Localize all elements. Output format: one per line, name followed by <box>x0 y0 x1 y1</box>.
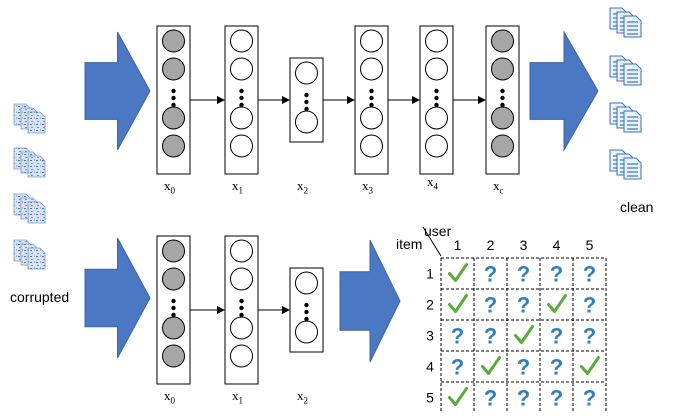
matrix-cell-2-5-question-icon: ? <box>583 293 596 318</box>
top-label-x4: x4 <box>427 174 438 192</box>
top-layer-x3 <box>354 25 389 175</box>
matrix-cell-3-3-check-icon <box>514 325 534 344</box>
matrix-cell-3-5-question-icon: ? <box>583 324 596 349</box>
matrix-cell-2-3-question-icon: ? <box>517 293 530 318</box>
top-label-x2: x2 <box>297 178 308 196</box>
matrix-cell-2-1-check-icon <box>448 294 468 313</box>
top-label-x3: x3 <box>362 178 373 196</box>
top-label-xc-base: x <box>493 178 500 193</box>
top-label-x0-subscript: 0 <box>170 185 176 196</box>
corrupted-doc-3-3 <box>27 201 46 224</box>
bottom-label-x1-base: x <box>232 388 239 403</box>
matrix-col-label-3: 3 <box>520 237 528 253</box>
bottom-layer-x2 <box>289 267 324 353</box>
flow-arrows <box>84 30 599 363</box>
bottom-label-x2-subscript: 2 <box>303 395 309 406</box>
input-arrow-top <box>84 31 151 151</box>
matrix-cell-1-1-check-icon <box>448 263 468 282</box>
clean-doc-4-3 <box>623 157 642 180</box>
top-layer-x1 <box>224 25 259 175</box>
top-label-x3-base: x <box>362 178 369 193</box>
top-label-x1-base: x <box>232 178 239 193</box>
matrix-row-label-1: 1 <box>426 266 434 282</box>
matrix-cell-1-4-question-icon: ? <box>550 262 563 287</box>
documents <box>13 7 642 270</box>
matrix-cell-5-3-question-icon: ? <box>517 386 530 411</box>
top-label-xc-subscript: c <box>499 185 504 196</box>
top-label-x1-subscript: 1 <box>238 185 244 196</box>
bottom-layer-x0 <box>156 235 191 385</box>
matrix-row-header: item <box>396 236 422 252</box>
output-arrow-top <box>529 30 599 152</box>
matrix-cell-2-4-check-icon <box>547 294 567 313</box>
matrix-col-label-2: 2 <box>487 237 495 253</box>
top-network <box>156 25 520 175</box>
top-layer-x4 <box>419 25 454 175</box>
matrix-cell-4-2-check-icon <box>481 356 501 375</box>
clean-label: clean <box>620 199 654 215</box>
corrupted-doc-4-3 <box>27 247 46 270</box>
input-arrow-bottom <box>84 237 151 359</box>
matrix-cell-4-1-question-icon: ? <box>451 355 464 380</box>
top-label-xc: xc <box>493 178 504 196</box>
matrix-col-header: user <box>424 223 452 239</box>
matrix-row-label-4: 4 <box>426 359 434 375</box>
matrix-cell-4-3-question-icon: ? <box>517 355 530 380</box>
corrupted-doc-2-3 <box>27 155 46 178</box>
matrix-col-label-1: 1 <box>454 237 462 253</box>
top-layer-xc <box>485 25 520 175</box>
matrix-row-label-5: 5 <box>426 390 434 406</box>
output-arrow-bottom <box>339 239 401 363</box>
top-layer-x0 <box>156 25 191 175</box>
bottom-layer-x1 <box>224 235 259 385</box>
matrix-cell-4-4-question-icon: ? <box>550 355 563 380</box>
matrix-col-label-5: 5 <box>586 237 594 253</box>
matrix-cell-2-2-question-icon: ? <box>484 293 497 318</box>
top-label-x2-subscript: 2 <box>303 185 309 196</box>
top-label-x1: x1 <box>232 178 243 196</box>
matrix-cell-1-3-question-icon: ? <box>517 262 530 287</box>
top-layer-x2 <box>289 57 324 143</box>
matrix-cell-5-1-check-icon <box>448 387 468 406</box>
matrix-row-label-2: 2 <box>426 297 434 313</box>
clean-doc-2-3 <box>623 63 642 86</box>
matrix-cell-5-2-question-icon: ? <box>484 386 497 411</box>
matrix-row-label-3: 3 <box>426 328 434 344</box>
matrix-cell-1-2-question-icon: ? <box>484 262 497 287</box>
bottom-label-x2-base: x <box>297 388 304 403</box>
bottom-label-x1-subscript: 1 <box>238 395 244 406</box>
matrix-header-diagonal <box>422 226 442 257</box>
corrupted-doc-1-3 <box>27 111 46 134</box>
matrix-col-label-4: 4 <box>553 237 561 253</box>
top-label-x4-subscript: 4 <box>433 181 439 192</box>
corrupted-label: corrupted <box>10 289 70 305</box>
bottom-label-x2: x2 <box>297 388 308 406</box>
bottom-label-x1: x1 <box>232 388 243 406</box>
bottom-label-x0: x0 <box>164 388 175 406</box>
top-label-x0-base: x <box>164 178 171 193</box>
clean-doc-1-3 <box>623 15 642 38</box>
bottom-label-x0-base: x <box>164 388 171 403</box>
bottom-network <box>156 235 324 385</box>
top-label-x3-subscript: 3 <box>368 185 374 196</box>
matrix-cell-4-5-check-icon <box>580 356 600 375</box>
matrix-cell-3-2-question-icon: ? <box>484 324 497 349</box>
matrix-cell-3-4-question-icon: ? <box>550 324 563 349</box>
top-label-x0: x0 <box>164 178 175 196</box>
matrix-cell-1-5-question-icon: ? <box>583 262 596 287</box>
clean-doc-3-3 <box>623 110 642 133</box>
matrix-cell-5-5-question-icon: ? <box>583 386 596 411</box>
top-label-x2-base: x <box>297 178 304 193</box>
top-label-x4-base: x <box>427 174 434 189</box>
bottom-label-x0-subscript: 0 <box>170 395 176 406</box>
matrix-cell-5-4-question-icon: ? <box>550 386 563 411</box>
matrix-cell-3-1-question-icon: ? <box>451 324 464 349</box>
